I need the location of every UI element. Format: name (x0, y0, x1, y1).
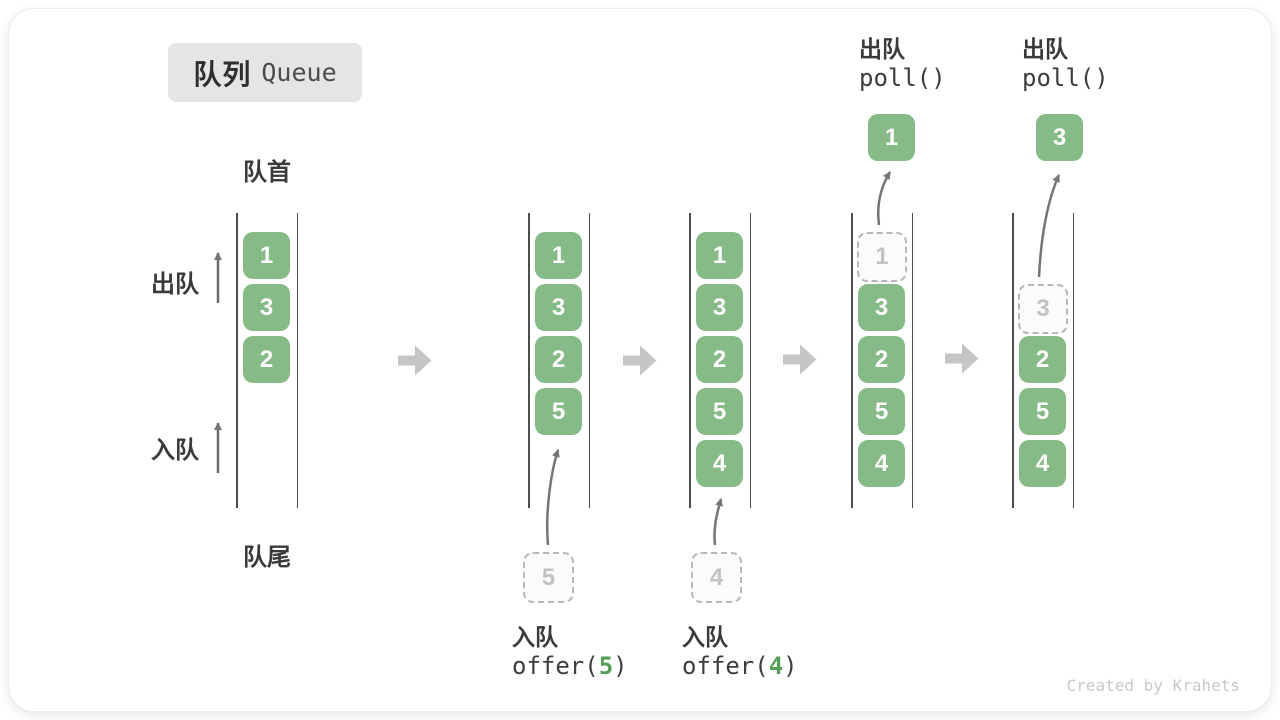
incoming-element: 4 (691, 552, 742, 603)
queue-cell: 2 (535, 336, 582, 383)
enqueue-op-label: 入队 (512, 624, 558, 650)
queue-cell: 3 (858, 284, 905, 331)
queue-wall (1012, 213, 1014, 508)
title-box: 队列 Queue (168, 43, 362, 102)
queue-wall (296, 213, 298, 508)
queue-cell-removed: 3 (1018, 284, 1068, 334)
queue-cell: 2 (243, 336, 290, 383)
queue-wall (749, 213, 751, 508)
enqueue-op-code: offer(5) (512, 652, 628, 680)
queue-cell: 3 (535, 284, 582, 331)
watermark: Created by Krahets (1066, 676, 1240, 695)
poll-op-code: poll() (859, 64, 946, 92)
queue-cell: 4 (696, 440, 743, 487)
label-queue-front: 队首 (243, 159, 291, 186)
queue-wall (911, 213, 913, 508)
diagram-card (8, 8, 1272, 712)
polled-element: 3 (1036, 114, 1083, 161)
queue-cell: 2 (858, 336, 905, 383)
queue-state-4: 1 3 2 5 4 (851, 213, 913, 508)
title-zh: 队列 (193, 58, 252, 90)
queue-state-5: 3 2 5 4 (1012, 213, 1074, 508)
label-dequeue-side: 出队 (151, 271, 199, 298)
poll-op-label: 出队 (1022, 36, 1068, 62)
queue-cell: 1 (535, 232, 582, 279)
queue-wall (689, 213, 691, 508)
queue-wall (851, 213, 853, 508)
queue-state-3: 1 3 2 5 4 (689, 213, 751, 508)
queue-cell: 3 (243, 284, 290, 331)
poll-op-label: 出队 (859, 36, 905, 62)
queue-cell: 5 (535, 388, 582, 435)
enqueue-op-label: 入队 (682, 624, 728, 650)
code-arg: 4 (768, 652, 784, 680)
title-en: Queue (261, 58, 337, 87)
queue-wall (236, 213, 238, 508)
code-pre: offer( (682, 652, 769, 680)
queue-cell: 3 (696, 284, 743, 331)
incoming-element: 5 (523, 552, 574, 603)
code-arg: 5 (598, 652, 614, 680)
enqueue-op-code: offer(4) (682, 652, 798, 680)
queue-wall (588, 213, 590, 508)
label-enqueue-side: 入队 (151, 437, 199, 464)
queue-wall (1072, 213, 1074, 508)
queue-cell: 4 (858, 440, 905, 487)
queue-cell: 5 (696, 388, 743, 435)
queue-wall (528, 213, 530, 508)
code-post: ) (613, 652, 628, 680)
code-pre: offer( (512, 652, 599, 680)
queue-cell: 5 (1019, 388, 1066, 435)
queue-cell: 1 (696, 232, 743, 279)
queue-cell: 1 (243, 232, 290, 279)
queue-cell-removed: 1 (857, 232, 907, 282)
label-queue-rear: 队尾 (243, 544, 291, 571)
queue-state-2: 1 3 2 5 (528, 213, 590, 508)
queue-state-1: 1 3 2 (236, 213, 298, 508)
code-post: ) (783, 652, 798, 680)
queue-cell: 5 (858, 388, 905, 435)
queue-cell: 2 (696, 336, 743, 383)
poll-op-code: poll() (1022, 64, 1109, 92)
polled-element: 1 (868, 114, 915, 161)
queue-cell: 2 (1019, 336, 1066, 383)
queue-cell: 4 (1019, 440, 1066, 487)
